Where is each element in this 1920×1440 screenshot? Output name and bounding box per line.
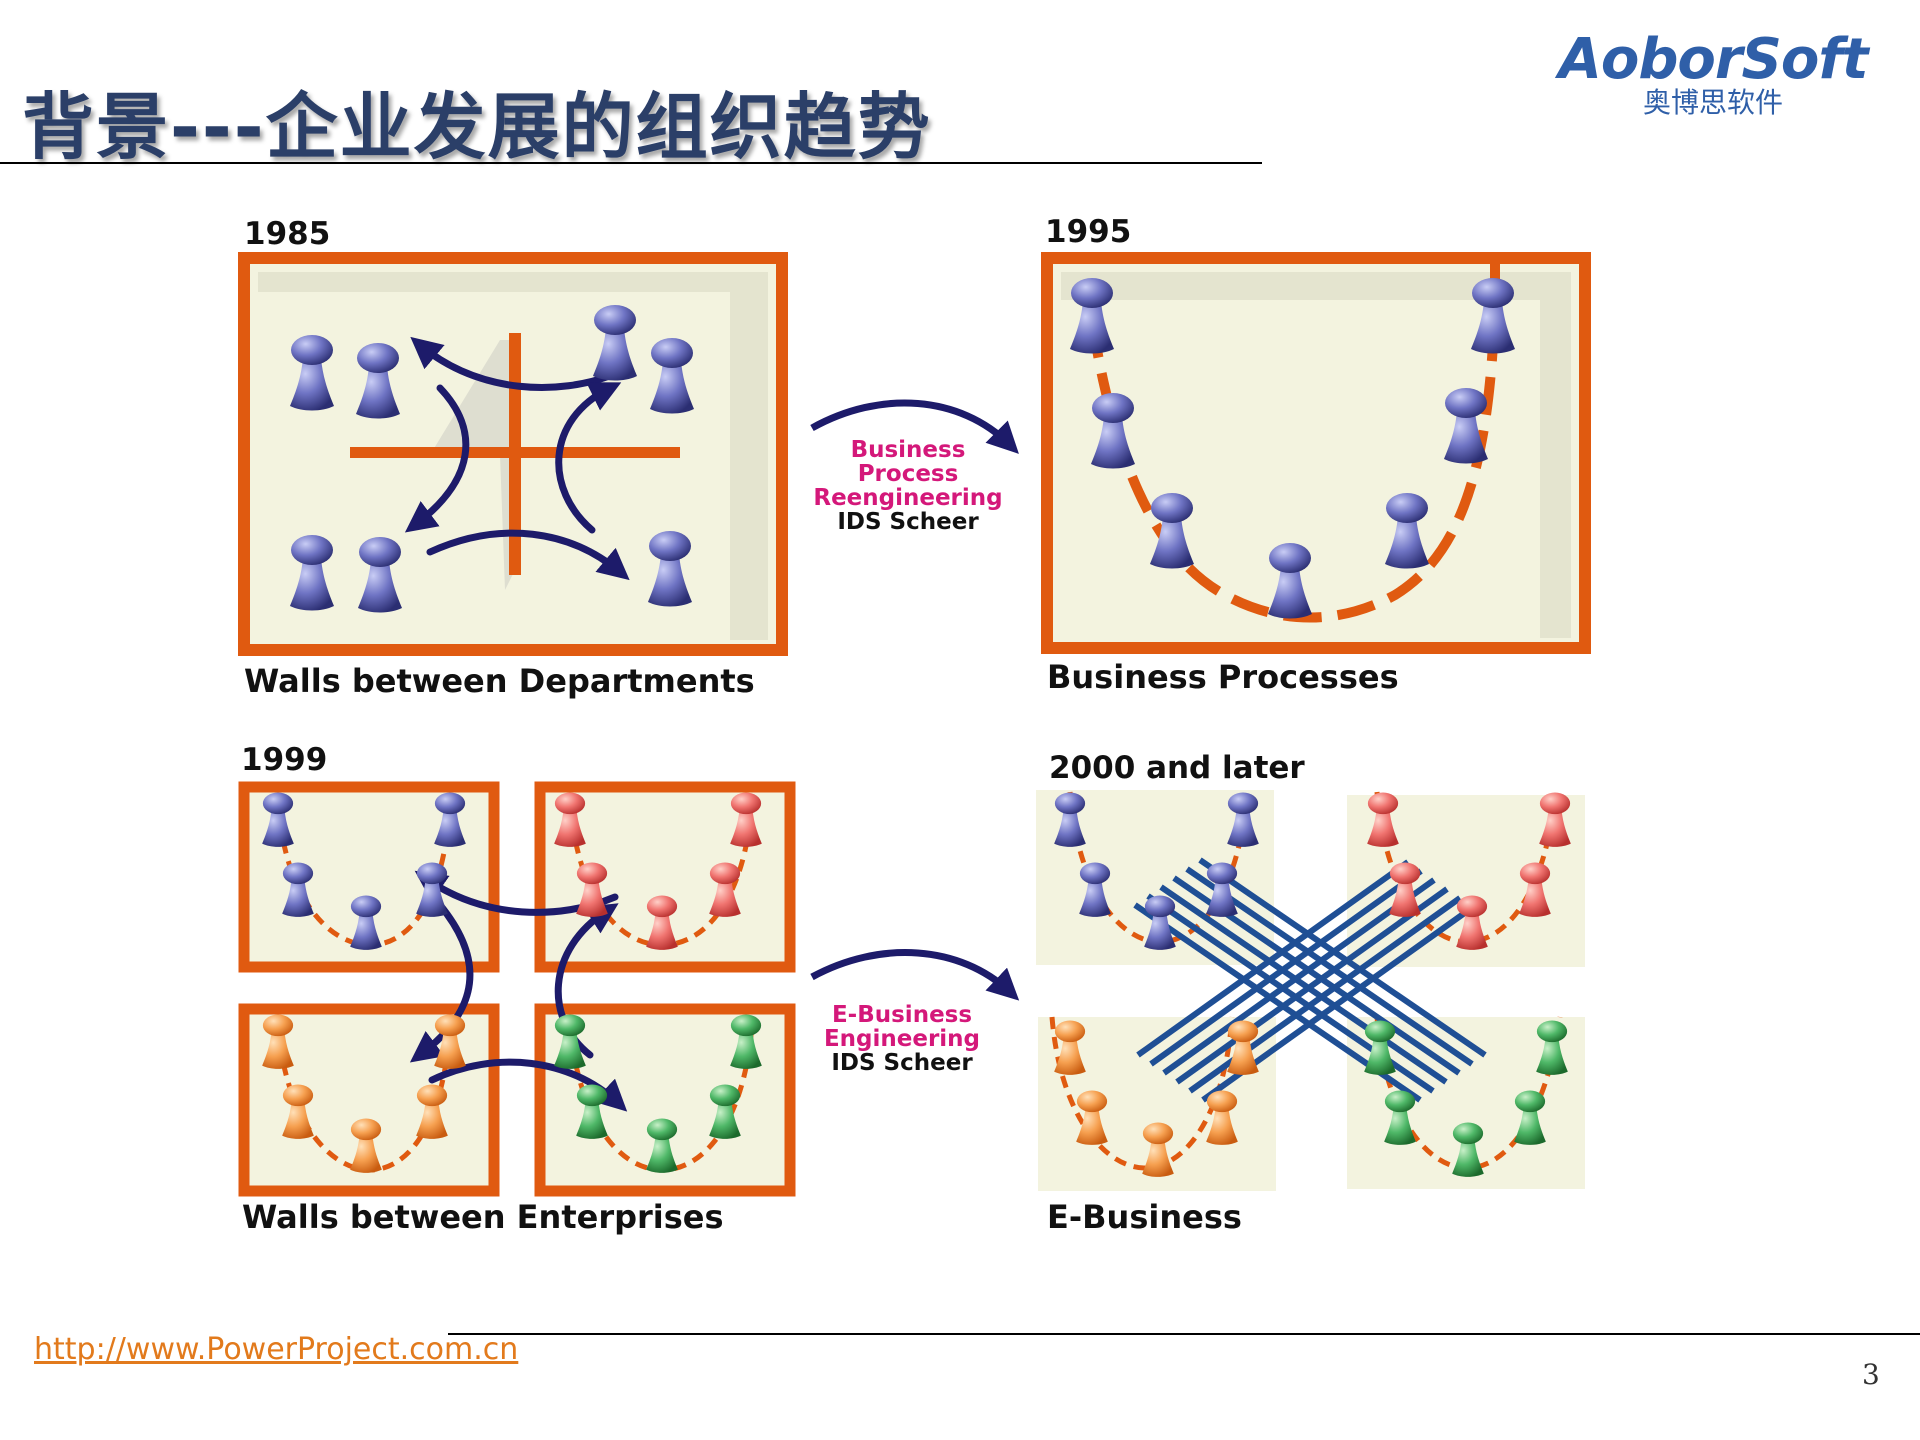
- transition-arrow-2: [810, 949, 1020, 1001]
- person-figure-green: [646, 1118, 678, 1173]
- person-figure-green: [730, 1014, 762, 1069]
- person-figure-green: [709, 1084, 741, 1139]
- arrow-label-ebiz-line1: E-Business: [831, 1002, 973, 1028]
- person-figure-blue: [1144, 895, 1176, 950]
- person-figure-red: [709, 862, 741, 917]
- person-figure-blue: [290, 335, 334, 411]
- person-figure-blue: [648, 531, 692, 607]
- person-figure-green: [1452, 1122, 1484, 1177]
- person-figure-blue: [1385, 493, 1429, 569]
- panel-2000: [1036, 790, 1585, 1191]
- person-figure-blue: [650, 338, 694, 414]
- person-figure-blue: [358, 537, 402, 613]
- figures: [262, 278, 1571, 1177]
- person-figure-red: [1456, 895, 1488, 950]
- caption-1995: Business Processes: [1047, 658, 1399, 696]
- person-figure-blue: [1227, 792, 1259, 847]
- person-figure-blue: [290, 535, 334, 611]
- person-figure-blue: [593, 305, 637, 381]
- person-figure-blue: [262, 792, 294, 847]
- footer-divider: [448, 1333, 1920, 1335]
- person-figure-orange: [282, 1084, 314, 1139]
- person-figure-blue: [1070, 278, 1114, 354]
- person-figure-green: [1514, 1090, 1546, 1145]
- person-figure-red: [1389, 862, 1421, 917]
- person-figure-red: [554, 792, 586, 847]
- person-figure-blue: [1268, 543, 1312, 619]
- person-figure-green: [554, 1014, 586, 1069]
- arrow-label-ebiz-line3: IDS Scheer: [831, 1050, 973, 1076]
- person-figure-green: [1364, 1020, 1396, 1075]
- wall-shadow: [430, 340, 515, 590]
- person-figure-red: [576, 862, 608, 917]
- person-figure-orange: [1227, 1020, 1259, 1075]
- person-figure-blue: [1054, 792, 1086, 847]
- person-figure-blue: [350, 895, 382, 950]
- person-figure-blue: [1079, 862, 1111, 917]
- person-figure-blue: [1444, 388, 1488, 464]
- arrow-label-bpr: Business Process Reengineering IDS Schee…: [798, 438, 1018, 534]
- person-figure-orange: [1076, 1090, 1108, 1145]
- year-1995: 1995: [1045, 214, 1132, 250]
- year-1985: 1985: [244, 216, 331, 252]
- person-figure-red: [1367, 792, 1399, 847]
- panel-1995-frame: [1041, 252, 1591, 654]
- person-figure-orange: [1142, 1122, 1174, 1177]
- aoborsoft-logo: AoborSoft 奥博思软件: [1548, 28, 1878, 118]
- panel-1985: [238, 252, 788, 656]
- arrow-label-bpr-line4: IDS Scheer: [837, 509, 979, 535]
- person-figure-blue: [1471, 278, 1515, 354]
- person-figure-blue: [282, 862, 314, 917]
- person-figure-red: [1519, 862, 1551, 917]
- logo-brand: AoborSoft: [1558, 27, 1869, 92]
- person-figure-orange: [1054, 1020, 1086, 1075]
- person-figure-orange: [350, 1118, 382, 1173]
- panel-1985-frame: [238, 252, 788, 656]
- person-figure-blue: [1091, 393, 1135, 469]
- person-figure-green: [1536, 1020, 1568, 1075]
- logo-subtitle: 奥博思软件: [1642, 86, 1783, 119]
- person-figure-orange: [434, 1014, 466, 1069]
- arrow-label-bpr-line1: Business: [850, 437, 966, 463]
- footer-link[interactable]: http://www.PowerProject.com.cn: [34, 1332, 519, 1367]
- page-number: 3: [1862, 1358, 1880, 1391]
- person-figure-blue: [434, 792, 466, 847]
- title-divider: [0, 162, 1262, 164]
- person-figure-blue: [1150, 493, 1194, 569]
- year-2000: 2000 and later: [1049, 750, 1305, 786]
- page-title: 背景---企业发展的组织趋势: [22, 85, 932, 169]
- arrow-label-bpr-line2: Process: [857, 461, 959, 487]
- caption-1999: Walls between Enterprises: [242, 1198, 724, 1236]
- person-figure-blue: [416, 862, 448, 917]
- caption-1985: Walls between Departments: [244, 662, 755, 700]
- arrow-label-bpr-line3: Reengineering: [813, 485, 1003, 511]
- arrows-1985: [404, 336, 630, 581]
- person-figure-blue: [1206, 862, 1238, 917]
- arrow-label-ebiz-line2: Engineering: [823, 1026, 981, 1052]
- panel-1999: [238, 781, 796, 1197]
- wall-horizontal: [350, 447, 680, 458]
- year-1999: 1999: [241, 742, 328, 778]
- caption-2000: E-Business: [1047, 1198, 1242, 1236]
- person-figure-blue: [356, 343, 400, 419]
- process-path-1995: [1087, 299, 1500, 623]
- person-figure-red: [1539, 792, 1571, 847]
- person-figure-red: [730, 792, 762, 847]
- person-figure-green: [1384, 1090, 1416, 1145]
- arrow-label-ebiz: E-Business Engineering IDS Scheer: [792, 1003, 1012, 1075]
- person-figure-orange: [1206, 1090, 1238, 1145]
- person-figure-red: [646, 895, 678, 950]
- person-figure-green: [576, 1084, 608, 1139]
- person-figure-orange: [416, 1084, 448, 1139]
- transition-arrow-1: [810, 399, 1019, 454]
- person-figure-orange: [262, 1014, 294, 1069]
